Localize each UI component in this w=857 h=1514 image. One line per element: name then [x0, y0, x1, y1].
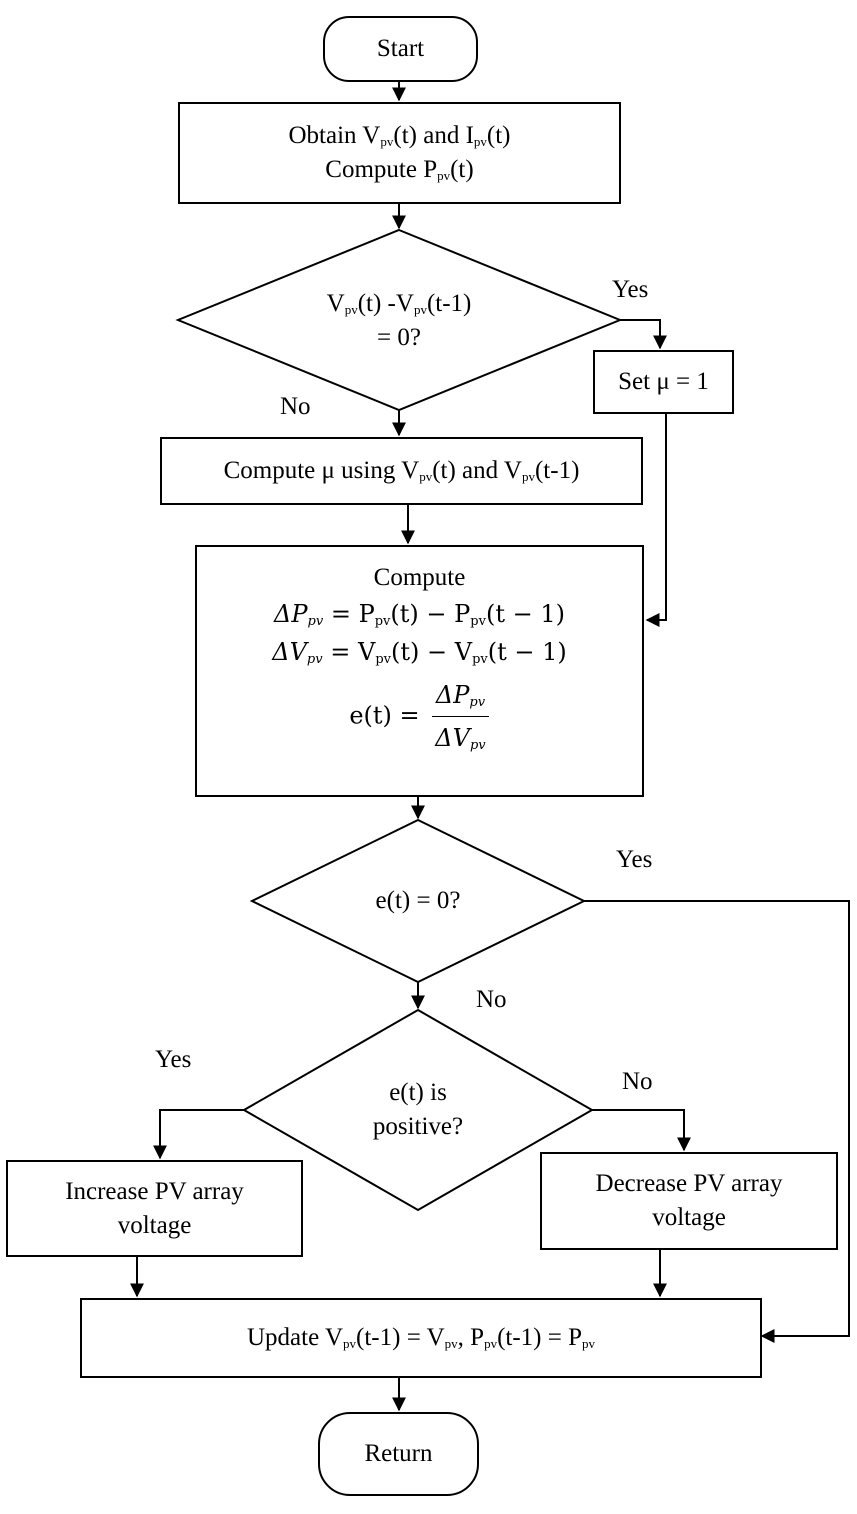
return-label: Return [364, 1440, 433, 1468]
obtain-process: Obtain Vpv(t) and Ipv(t) Compute Ppv(t) [178, 102, 621, 204]
compute-mu-label: Compute μ using Vpv(t) and Vpv(t-1) [223, 457, 580, 485]
set-mu-label: Set μ = 1 [618, 368, 709, 396]
obtain-line-1: Obtain Vpv(t) and Ipv(t) [288, 122, 511, 150]
compute-title: Compute [373, 564, 466, 591]
label-yes-e-positive: Yes [155, 1046, 192, 1073]
update-process: Update Vpv(t-1) = Vpv, Ppv(t-1) = Ppv [80, 1298, 762, 1378]
update-label: Update Vpv(t-1) = Vpv, Ppv(t-1) = Ppv [246, 1324, 595, 1352]
decision-voltage-text: Vpv(t) -Vpv(t-1) = 0? [268, 283, 530, 359]
fraction-denominator: ΔVpv [435, 723, 486, 753]
increase-voltage-process: Increase PV array voltage [6, 1160, 303, 1257]
error-equation: e(t) = ΔPpv ΔVpv [349, 676, 490, 758]
fraction-numerator: ΔPpv [431, 676, 490, 717]
label-yes-e-zero: Yes [616, 846, 653, 873]
arrow-yes-to-update [584, 900, 850, 1343]
start-label: Start [376, 35, 425, 63]
obtain-line-2: Compute Ppv(t) [325, 156, 474, 183]
label-no-e-positive: No [622, 1068, 653, 1095]
decrease-voltage-process: Decrease PV array voltage [540, 1152, 838, 1250]
delta-v-equation: ΔVpv = Vpv(t) − Vpv(t − 1) [272, 638, 567, 668]
return-terminal: Return [318, 1412, 479, 1496]
arrow-yes-to-increase [153, 1109, 244, 1160]
compute-process: Compute ΔPpv = Ppv(t) − Ppv(t − 1) ΔVpv … [195, 545, 644, 797]
label-yes-voltage: Yes [612, 276, 649, 303]
delta-p-equation: ΔPpv = Ppv(t) − Ppv(t − 1) [274, 599, 565, 629]
label-no-voltage: No [280, 393, 311, 420]
decision-e-positive-text: e(t) is positive? [372, 1079, 464, 1140]
arrow-no-to-decrease [592, 1109, 691, 1152]
decision-voltage-line-2: = 0? [377, 324, 421, 351]
set-mu-process: Set μ = 1 [593, 350, 734, 414]
compute-mu-process: Compute μ using Vpv(t) and Vpv(t-1) [160, 437, 643, 505]
arrow-set-mu-to-compute [645, 414, 667, 627]
decision-e-zero-text: e(t) = 0? [375, 887, 461, 915]
start-terminal: Start [323, 16, 478, 82]
label-no-e-zero: No [476, 986, 507, 1013]
decision-e-positive-diamond [241, 1008, 595, 1212]
arrow-yes-to-set-mu [620, 319, 667, 350]
error-fraction: ΔPpv ΔVpv [431, 676, 490, 758]
decision-voltage-line-1: Vpv(t) -Vpv(t-1) [326, 290, 472, 318]
